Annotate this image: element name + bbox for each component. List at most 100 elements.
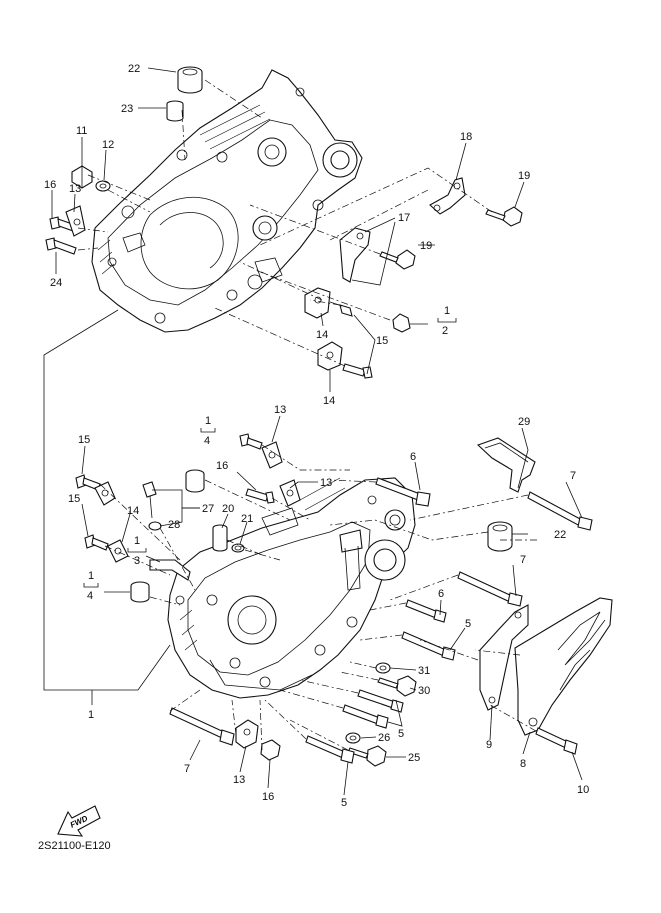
callout-13b: 13 (274, 404, 286, 416)
hose-1-3 (149, 559, 191, 581)
diagram-code: 2S21100-E120 (38, 840, 111, 852)
dowel-20 (212, 524, 228, 552)
callout-12: 12 (102, 139, 114, 151)
dowel-pin-23 (166, 100, 184, 122)
dowel-pin-22-upper (177, 66, 203, 94)
callout-5c: 5 (341, 797, 347, 809)
callout-13d: 13 (233, 774, 245, 786)
callout-24: 24 (50, 277, 62, 289)
callout-20: 20 (222, 503, 234, 515)
callout-14b: 14 (323, 395, 335, 407)
callout-1e: 1 (88, 709, 94, 721)
bolt-25 (347, 745, 387, 767)
callout-13c: 13 (320, 477, 332, 489)
bolt-7-lower (169, 707, 235, 746)
bolt-7-upper (527, 491, 593, 531)
bracket-18 (429, 177, 466, 215)
callout-15c: 15 (68, 493, 80, 505)
clamp-14-b (317, 341, 343, 371)
bolt-16-b (245, 488, 275, 504)
callout-14a: 14 (316, 329, 328, 341)
bolt-16-c (260, 739, 281, 761)
callout-22b: 22 (554, 529, 566, 541)
bolt-5-c (342, 704, 389, 729)
dowel-pin-22-lower (487, 521, 513, 552)
callout-9: 9 (486, 739, 492, 751)
callout-6b: 6 (438, 588, 444, 600)
bolt-1-2-upper (392, 313, 411, 333)
callout-17: 17 (398, 212, 410, 224)
callout-4b: 4 (87, 590, 93, 602)
bolt-15-left-a (75, 474, 101, 491)
clamp-14-d (107, 539, 129, 563)
callout-7c: 7 (184, 763, 190, 775)
fraction-brackets (83, 318, 457, 588)
bolt-5-d (305, 735, 355, 764)
callout-10: 10 (577, 784, 589, 796)
callout-7a: 7 (570, 470, 576, 482)
dowel-pin-1-4-upper (185, 469, 205, 493)
clamp-13-upper (65, 205, 86, 237)
left-crankcase-half (91, 69, 363, 333)
callout-5a: 5 (465, 618, 471, 630)
bolt-13-upper-lower (239, 433, 263, 450)
leader-lines (51, 67, 583, 796)
bolt-30 (377, 675, 417, 697)
callout-14c: 14 (127, 505, 139, 517)
assembly-bracket-line (43, 309, 171, 691)
callout-18: 18 (460, 131, 472, 143)
callout-6a: 6 (410, 451, 416, 463)
callout-16: 16 (44, 179, 56, 191)
bolt-15-lower (342, 363, 373, 379)
bolt-24 (45, 237, 77, 255)
callout-15a: 15 (376, 335, 388, 347)
cover-9 (479, 604, 529, 711)
callout-5b: 5 (398, 728, 404, 740)
callout-21: 21 (241, 513, 253, 525)
dowel-pin-1-4-lower (130, 581, 150, 603)
callout-1b: 1 (205, 415, 211, 427)
callout-19: 19 (518, 170, 530, 182)
callout-1c: 1 (134, 535, 140, 547)
o-ring-21 (231, 543, 245, 553)
bolt-7-mid (457, 571, 523, 607)
bolt-15-upper (329, 301, 353, 317)
callout-4a: 4 (204, 435, 210, 447)
bolt-10 (535, 727, 578, 755)
callout-7b: 7 (520, 554, 526, 566)
callout-28: 28 (168, 519, 180, 531)
clamp-13-c (279, 479, 301, 507)
callout-3: 3 (134, 555, 140, 567)
callout-11: 11 (76, 125, 87, 137)
callout-2: 2 (442, 325, 448, 337)
callout-29: 29 (518, 416, 530, 428)
bolt-6-lower (405, 599, 447, 623)
clamp-13-d (235, 719, 259, 749)
callout-27: 27 (202, 503, 214, 515)
callout-1d: 1 (88, 570, 94, 582)
callout-23: 23 (121, 103, 133, 115)
callout-13: 13 (69, 183, 81, 195)
clamp-13-b (261, 441, 283, 469)
plate-17 (339, 227, 371, 283)
sensor-27-28 (142, 481, 162, 531)
callout-19b: 19 (420, 240, 432, 252)
callout-16c: 16 (262, 791, 274, 803)
gasket-12 (95, 180, 111, 192)
washer-26 (345, 732, 361, 744)
callout-15b: 15 (78, 434, 90, 446)
callout-22: 22 (128, 63, 140, 75)
callout-1a: 1 (444, 305, 450, 317)
clamp-14-a (304, 287, 331, 319)
callout-8: 8 (520, 758, 526, 770)
bracket-29 (476, 437, 536, 493)
callout-16b: 16 (216, 460, 228, 472)
callout-26: 26 (378, 732, 390, 744)
callout-30: 30 (418, 685, 430, 697)
fwd-arrow-icon: FWD (57, 805, 101, 837)
bolt-19-mid (379, 249, 416, 270)
bolt-6-upper (375, 477, 431, 507)
bolt-15-left-b (84, 534, 109, 551)
sprocket-guard-8 (514, 597, 613, 736)
